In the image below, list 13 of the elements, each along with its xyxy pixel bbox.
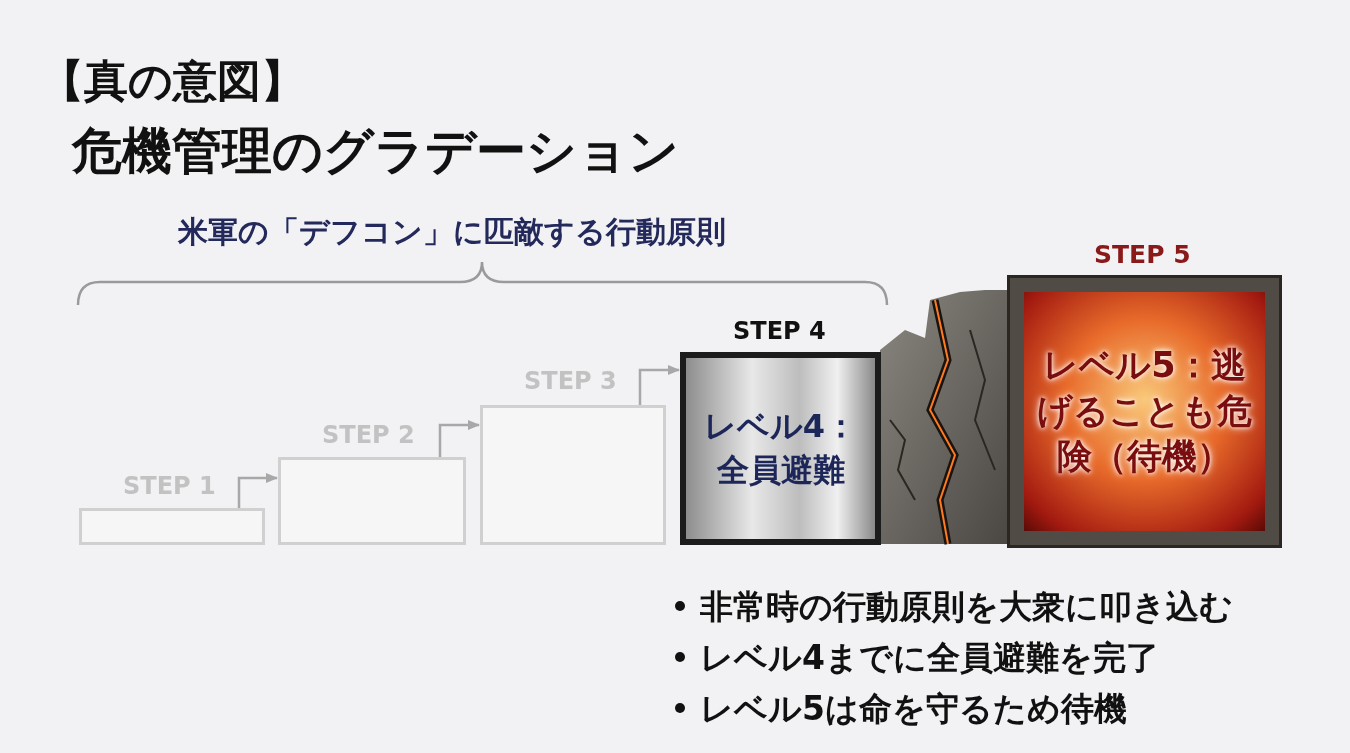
slide-title: 危機管理のグラデーション [72,121,679,182]
step-label: STEP 4 [733,317,826,345]
step-arrow [638,365,681,405]
step-label: STEP 5 [1094,240,1191,269]
level-label: レベル4：全員避難 [702,406,859,491]
bullet-text: レベル4までに全員避難を完了 [700,637,1159,679]
step-arrow [237,473,279,508]
step-arrow [438,420,481,457]
level-label: レベル5：逃げることも危険（待機） [1036,344,1253,479]
slide-heading: 【真の意図】 [40,54,305,108]
bullet-text: レベル5は命を守るため待機 [700,688,1127,730]
subtitle: 米軍の「デフコン」に匹敵する行動原則 [178,213,726,251]
bullet-text: 非常時の行動原則を大衆に叩き込む [700,586,1233,628]
